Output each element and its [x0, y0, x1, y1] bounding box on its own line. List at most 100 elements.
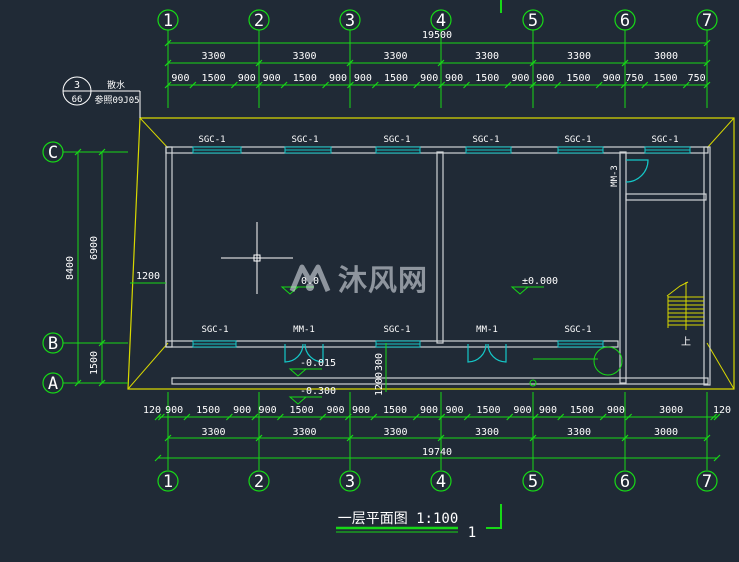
dim-tick — [255, 434, 263, 442]
dimension-lines — [63, 30, 721, 470]
dim-tick — [154, 413, 162, 421]
roof-hip — [706, 117, 735, 149]
dim-seg-top: 900 — [603, 73, 621, 84]
wall-stair-north — [625, 193, 707, 201]
window-label: SGC-1 — [651, 135, 678, 145]
dim-tick — [703, 81, 711, 89]
detail-callout-top: 3 — [74, 80, 80, 91]
dim-seg-bottom: 900 — [259, 405, 277, 416]
axis-top-6 — [614, 9, 636, 31]
door-mm1-a-leaf-right — [304, 343, 324, 363]
axis-top-7-text: 7 — [702, 11, 712, 31]
doors — [284, 159, 649, 363]
dim-tick — [371, 81, 379, 89]
dim-tick — [319, 413, 327, 421]
dim-tick — [557, 413, 565, 421]
dim-tick — [74, 148, 82, 156]
axis-bottom-2-text: 2 — [254, 472, 264, 492]
dim-tick — [713, 413, 721, 421]
dim-tick — [280, 81, 288, 89]
wall-west — [165, 146, 173, 348]
dim-tick — [346, 434, 354, 442]
detail-callout-label: 散水 — [107, 79, 125, 91]
dim-seg-top: 1500 — [475, 73, 499, 84]
dim-bay-top: 3300 — [383, 51, 407, 62]
dim-total-top-text: 19500 — [422, 30, 452, 41]
dim-tick — [164, 59, 172, 67]
dim-bay-top: 3300 — [475, 51, 499, 62]
dim-seg-top: 1500 — [653, 73, 677, 84]
elevation-room: ±0.000 — [522, 276, 558, 287]
dim-seg-bottom: 120 — [713, 405, 731, 416]
axis-top-1-text: 1 — [163, 11, 173, 31]
drawing-title: 一层平面图 1:100 — [338, 511, 459, 527]
axis-bottom-5-text: 5 — [528, 472, 538, 492]
window-label: SGC-1 — [564, 325, 591, 335]
dim-bay-top: 3300 — [567, 51, 591, 62]
dim-tick — [531, 413, 539, 421]
dim-seg-bottom: 1500 — [570, 405, 594, 416]
dim-tick — [437, 59, 445, 67]
drain-circle — [593, 346, 623, 376]
axis-bottom-2 — [248, 470, 270, 492]
axis-top-3 — [339, 9, 361, 31]
dim-tick — [230, 81, 238, 89]
dim-tick — [529, 59, 537, 67]
window-label: SGC-1 — [564, 135, 591, 145]
dim-tick — [437, 434, 445, 442]
axis-top-5 — [522, 9, 544, 31]
dim-tick — [98, 339, 106, 347]
section-mark — [486, 504, 502, 529]
dim-left-outer-text: 6900 — [89, 236, 100, 260]
dim-tick — [595, 81, 603, 89]
window-label: SGC-1 — [383, 325, 410, 335]
door-label: MM-1 — [476, 325, 498, 335]
axis-bottom-4 — [430, 470, 452, 492]
wall-south-terrace — [171, 377, 709, 385]
door-mm1-b-leaf-left — [467, 343, 487, 363]
watermark-text: 沐风网 — [338, 263, 429, 297]
dim-seg-top: 1500 — [202, 73, 226, 84]
axis-bottom-6-text: 6 — [620, 472, 630, 492]
axis-bottom-1-text: 1 — [163, 472, 173, 492]
dim-total-bottom-text: 19740 — [422, 447, 452, 458]
dim-tick — [599, 413, 607, 421]
axis-top-2-text: 2 — [254, 11, 264, 31]
roof-hip — [127, 342, 169, 390]
window-label: SGC-1 — [291, 135, 318, 145]
axis-left-C-text: C — [48, 143, 58, 163]
roof-hip — [706, 342, 735, 390]
dim-wall-small-text-2: 1200 — [374, 372, 385, 396]
dim-tick — [225, 413, 233, 421]
dim-seg-bottom: 900 — [445, 405, 463, 416]
dim-seg-top: 1500 — [566, 73, 590, 84]
section-mark-text: 1 — [468, 525, 476, 541]
stair-up-label: 上 — [681, 336, 691, 348]
dim-tick — [504, 81, 512, 89]
dim-tick — [164, 39, 172, 47]
dim-bay-bottom: 3000 — [654, 427, 678, 438]
roof-outline — [127, 117, 735, 390]
dim-seg-bottom: 900 — [165, 405, 183, 416]
roof-edge — [127, 117, 735, 390]
dim-bay-top: 3300 — [292, 51, 316, 62]
dim-tick — [641, 81, 649, 89]
dim-tick — [463, 81, 470, 89]
dim-tick — [164, 81, 172, 89]
axis-bottom-3-text: 3 — [345, 472, 355, 492]
axis-bottom-6 — [614, 470, 636, 492]
dim-tick — [347, 81, 354, 89]
watermark-icon — [289, 264, 331, 292]
dim-bay-bottom: 3300 — [292, 427, 316, 438]
dim-left-lower-text: 1500 — [89, 351, 100, 375]
dim-tick — [276, 413, 284, 421]
axis-bottom-7 — [696, 470, 718, 492]
door-label: MM-3 — [610, 165, 620, 187]
dim-tick — [625, 413, 633, 421]
dim-seg-top: 750 — [625, 73, 643, 84]
dim-seg-bottom: 900 — [233, 405, 251, 416]
dim-seg-top: 900 — [171, 73, 189, 84]
window-label: SGC-1 — [472, 135, 499, 145]
